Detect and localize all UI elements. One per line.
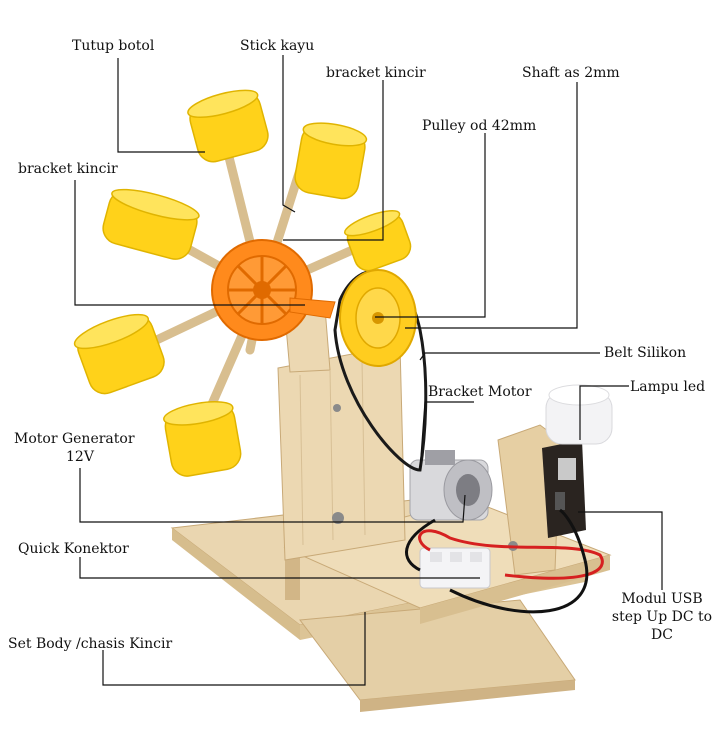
label-tutup-botol: Tutup botol — [72, 38, 155, 54]
label-body: Set Body /chasis Kincir — [8, 636, 173, 652]
label-modul-line3: DC — [651, 627, 673, 644]
label-shaft: Shaft as 2mm — [522, 65, 620, 81]
upper-platform-edge — [420, 555, 610, 624]
screw — [332, 512, 344, 524]
label-modul-line1: Modul USB — [621, 591, 703, 607]
platform-support — [285, 548, 300, 600]
label-stick-kayu: Stick kayu — [240, 38, 315, 54]
screw — [333, 404, 341, 412]
label-motor-generator: Motor Generator 12V — [14, 430, 135, 466]
label-quick-konektor: Quick Konektor — [18, 541, 129, 557]
vertical-board — [277, 344, 406, 561]
label-bracket-kincir-top: bracket kincir — [326, 65, 426, 81]
label-modul-line2: step Up DC to — [611, 609, 713, 626]
label-motor-generator-line1: Motor Generator — [14, 431, 135, 447]
wire-black-2 — [405, 518, 436, 572]
axle-bracket — [289, 297, 336, 319]
leader-lines — [74, 55, 663, 686]
label-motor-generator-line2: 12V — [66, 449, 94, 466]
bottle-caps — [73, 89, 412, 477]
label-bracket-kincir-left: bracket kincir — [18, 161, 118, 177]
label-modul-usb: Modul USB step Up DC to DC — [604, 590, 720, 645]
label-belt: Belt Silikon — [604, 345, 687, 361]
label-lampu: Lampu led — [630, 379, 706, 395]
label-bracket-motor: Bracket Motor — [428, 384, 532, 400]
lower-board-edge — [360, 680, 575, 712]
usb-module-board — [542, 440, 586, 538]
base-board-front — [172, 528, 300, 640]
label-pulley: Pulley od 42mm — [422, 118, 537, 134]
wire-black — [449, 508, 589, 614]
